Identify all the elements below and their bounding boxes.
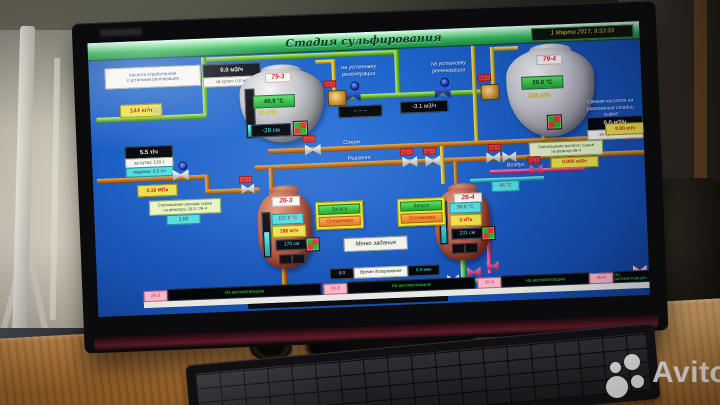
air-valve-tag: КД-6	[527, 156, 541, 164]
ratio-right-info: Соотношение кислота / сырьё на реактор 2…	[528, 139, 604, 158]
tank1-name: 79-3	[264, 72, 292, 84]
monitor-brand-logo	[99, 28, 143, 37]
pipeB-valve2[interactable]	[425, 155, 440, 167]
reactor2-control-panel: Запуск Остановка	[396, 197, 446, 227]
reactor1-level-fill	[264, 231, 271, 257]
regen-right-flow-readout: -3.1 м3/ч	[400, 99, 449, 114]
valve2-ball	[440, 77, 450, 88]
reactor1-sightglass-1	[279, 254, 293, 265]
regen-left-flow-readout: – – –	[338, 104, 383, 119]
pipeA-valve[interactable]	[305, 144, 321, 156]
reactor1-level-readout: 170 см	[275, 238, 308, 251]
tank2-status-icon[interactable]	[546, 114, 563, 130]
tank2-temp-readout: 20.9 °C	[521, 75, 564, 90]
avito-logo-circle-large	[606, 376, 628, 398]
feed-valve2-tag: КД-1	[238, 175, 252, 184]
regen-label-left: на установку регенерации	[340, 63, 377, 79]
brass-valve-left-tag: ВЗ-3	[323, 80, 336, 88]
door-frame-edge	[694, 0, 707, 195]
reactor2-pressure-readout: 3 кПа	[449, 213, 483, 227]
feed-setpoint: задание: 5.5 т/ч	[125, 165, 174, 178]
tank1-temp-readout: 49.9 °C	[252, 93, 296, 109]
brass-valve-right-tag: ВЗ-4	[477, 74, 491, 82]
green-pipe-right	[393, 49, 401, 98]
tank2-pressure-readout: 256 кПа	[527, 92, 551, 100]
tank1-level-readout: -28 см	[250, 123, 292, 138]
feed-valve-ball	[178, 161, 188, 171]
tank1-pressure-readout: 11 кПа	[258, 109, 278, 117]
regen-valve-right[interactable]	[434, 86, 450, 99]
reactor2-sightglass-1	[451, 243, 466, 254]
pipeB-valve2-tag: КД-4	[422, 147, 436, 156]
fresh-acid-mass-flow: 0.00 кг/ч	[605, 121, 646, 136]
reagent-pipe-label: Реагент	[347, 154, 371, 162]
brass-valve-right[interactable]	[480, 83, 501, 101]
reactor2-sightglass-2	[464, 242, 479, 254]
brass-valve-left[interactable]	[327, 89, 348, 107]
reactor1-name: 26-3	[271, 195, 301, 208]
avito-logo-circle-small	[610, 362, 621, 373]
pipeB-valve3[interactable]	[486, 152, 500, 164]
reactor2-status-icon[interactable]	[481, 226, 496, 241]
reactor2-temp-readout: 99.8 °C	[449, 201, 482, 214]
incoming-acid-label: Кислота отработанная с установки регенер…	[104, 64, 202, 90]
feed-pressure-readout: 0.16 МПа	[137, 183, 178, 198]
tank1-status-icon[interactable]	[292, 120, 309, 137]
pipeB-valve1[interactable]	[402, 156, 417, 168]
regen-label-right: на установку регенерации	[430, 60, 467, 75]
avito-logo-circle-right	[631, 375, 644, 388]
valve1-ball	[350, 81, 360, 91]
reactor1-stop-button[interactable]: Остановка	[318, 215, 361, 228]
reactor1-control-panel: Запуск Остановка	[314, 200, 365, 231]
steam-pipe-label: Пар	[152, 108, 163, 115]
pipeB-valve4[interactable]	[502, 151, 516, 163]
yellow-pipe-tank2-top	[489, 45, 519, 52]
scada-screen: Стадия сульфирования 1 Марта 2017, 9:33:…	[87, 21, 650, 318]
pipeB-valve1-tag: КД-3	[399, 148, 413, 156]
reactor1-level-gauge	[261, 212, 273, 259]
water-temp-readout: 46 °C	[491, 180, 520, 193]
dosing-label: Время дозирования	[353, 265, 409, 279]
air-valve[interactable]	[530, 164, 543, 176]
reactor1-status-icon[interactable]	[305, 237, 320, 252]
drop-to-reactor2-b	[453, 161, 459, 184]
reactor1-sightglass-2	[292, 253, 306, 265]
avito-logo-circle-medium	[624, 354, 640, 370]
ratio-left-value: 1.00	[166, 213, 201, 226]
task-menu-button[interactable]: Меню задания	[343, 235, 408, 253]
ratio-left-info: Соотношение расхода сырья на реакторы 26…	[148, 198, 222, 216]
watermark-text: Avito	[652, 356, 720, 389]
reactor1-flow-readout: 188 кг/ч	[271, 224, 307, 238]
reactor2-stop-button[interactable]: Остановка	[400, 212, 443, 224]
oleum-pipe-label: Олеум	[343, 139, 361, 147]
regen-valve-left[interactable]	[344, 89, 360, 102]
dosing-value: 0.0 мин	[407, 264, 441, 277]
drop-to-reactor2-a	[439, 146, 446, 185]
reactor2-level-readout: 231 см	[451, 227, 484, 240]
ratio-right-value: 0.000 м3/ч	[550, 155, 599, 169]
pipeA-valve-tag: КД-2	[302, 135, 316, 143]
reactor2-start-button[interactable]: Запуск	[400, 200, 443, 212]
watermark: Avito	[600, 350, 720, 405]
pipeB-valve3-tag: КД-5	[487, 143, 501, 152]
monitor: Стадия сульфирования 1 Марта 2017, 9:33:…	[71, 0, 669, 354]
reactor1-start-button[interactable]: Запуск	[318, 203, 361, 216]
dosing-tag: 0.0	[329, 267, 355, 280]
reactor1-temp-readout: 102.9 °C	[271, 212, 304, 225]
air-pipe-label: Воздух	[506, 161, 525, 169]
tank2-name: 79-4	[536, 54, 563, 66]
